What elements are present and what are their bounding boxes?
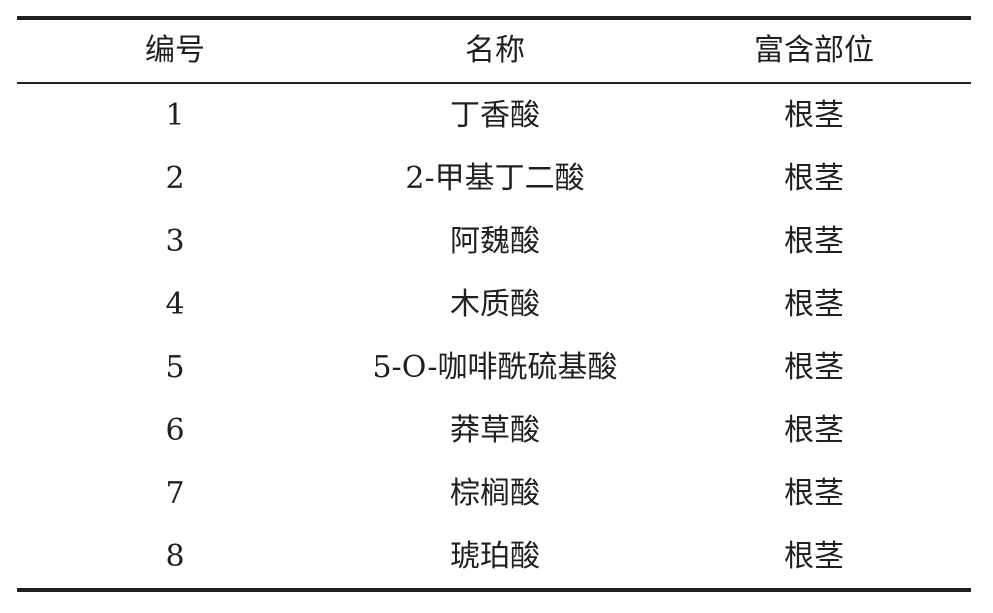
cell-name: 2-甲基丁二酸 <box>405 160 585 196</box>
cell-location: 根茎 <box>784 286 844 322</box>
cell-name: 木质酸 <box>450 286 540 322</box>
cell-number: 4 <box>165 286 185 322</box>
cell-location: 根茎 <box>784 475 844 511</box>
cell-location: 根茎 <box>784 349 844 385</box>
cell-number: 7 <box>165 475 185 511</box>
data-table-container: 编号 名称 富含部位 1 丁香酸 根茎 2 2-甲基丁二酸 根茎 3 阿魏酸 根… <box>17 16 971 592</box>
header-row: 编号 名称 富含部位 <box>17 18 971 83</box>
table-row: 1 丁香酸 根茎 <box>17 83 971 147</box>
header-location: 富含部位 <box>754 33 874 68</box>
cell-number: 1 <box>165 97 185 133</box>
cell-location: 根茎 <box>784 223 844 259</box>
table-body: 1 丁香酸 根茎 2 2-甲基丁二酸 根茎 3 阿魏酸 根茎 4 木质酸 根茎 … <box>17 83 971 590</box>
table-row: 4 木质酸 根茎 <box>17 273 971 336</box>
cell-number: 6 <box>165 412 185 448</box>
table-row: 6 莽草酸 根茎 <box>17 399 971 462</box>
table-row: 7 棕榈酸 根茎 <box>17 462 971 525</box>
cell-location: 根茎 <box>784 160 844 196</box>
cell-location: 根茎 <box>784 538 844 574</box>
table-row: 5 5-O-咖啡酰硫基酸 根茎 <box>17 336 971 399</box>
cell-location: 根茎 <box>784 97 844 133</box>
table-row: 2 2-甲基丁二酸 根茎 <box>17 147 971 210</box>
cell-name: 莽草酸 <box>450 412 540 448</box>
cell-name: 棕榈酸 <box>450 475 540 511</box>
header-name: 名称 <box>465 33 525 68</box>
cell-number: 5 <box>165 349 185 385</box>
table-row: 3 阿魏酸 根茎 <box>17 210 971 273</box>
cell-name: 5-O-咖啡酰硫基酸 <box>372 349 618 385</box>
compound-table: 编号 名称 富含部位 1 丁香酸 根茎 2 2-甲基丁二酸 根茎 3 阿魏酸 根… <box>17 16 971 592</box>
header-number: 编号 <box>145 33 205 68</box>
cell-name: 丁香酸 <box>450 97 540 133</box>
table-row: 8 琥珀酸 根茎 <box>17 525 971 590</box>
cell-number: 3 <box>165 223 185 259</box>
cell-number: 8 <box>165 538 185 574</box>
cell-name: 阿魏酸 <box>450 223 540 259</box>
cell-name: 琥珀酸 <box>450 538 540 574</box>
table-header: 编号 名称 富含部位 <box>17 18 971 83</box>
cell-location: 根茎 <box>784 412 844 448</box>
cell-number: 2 <box>165 160 185 196</box>
